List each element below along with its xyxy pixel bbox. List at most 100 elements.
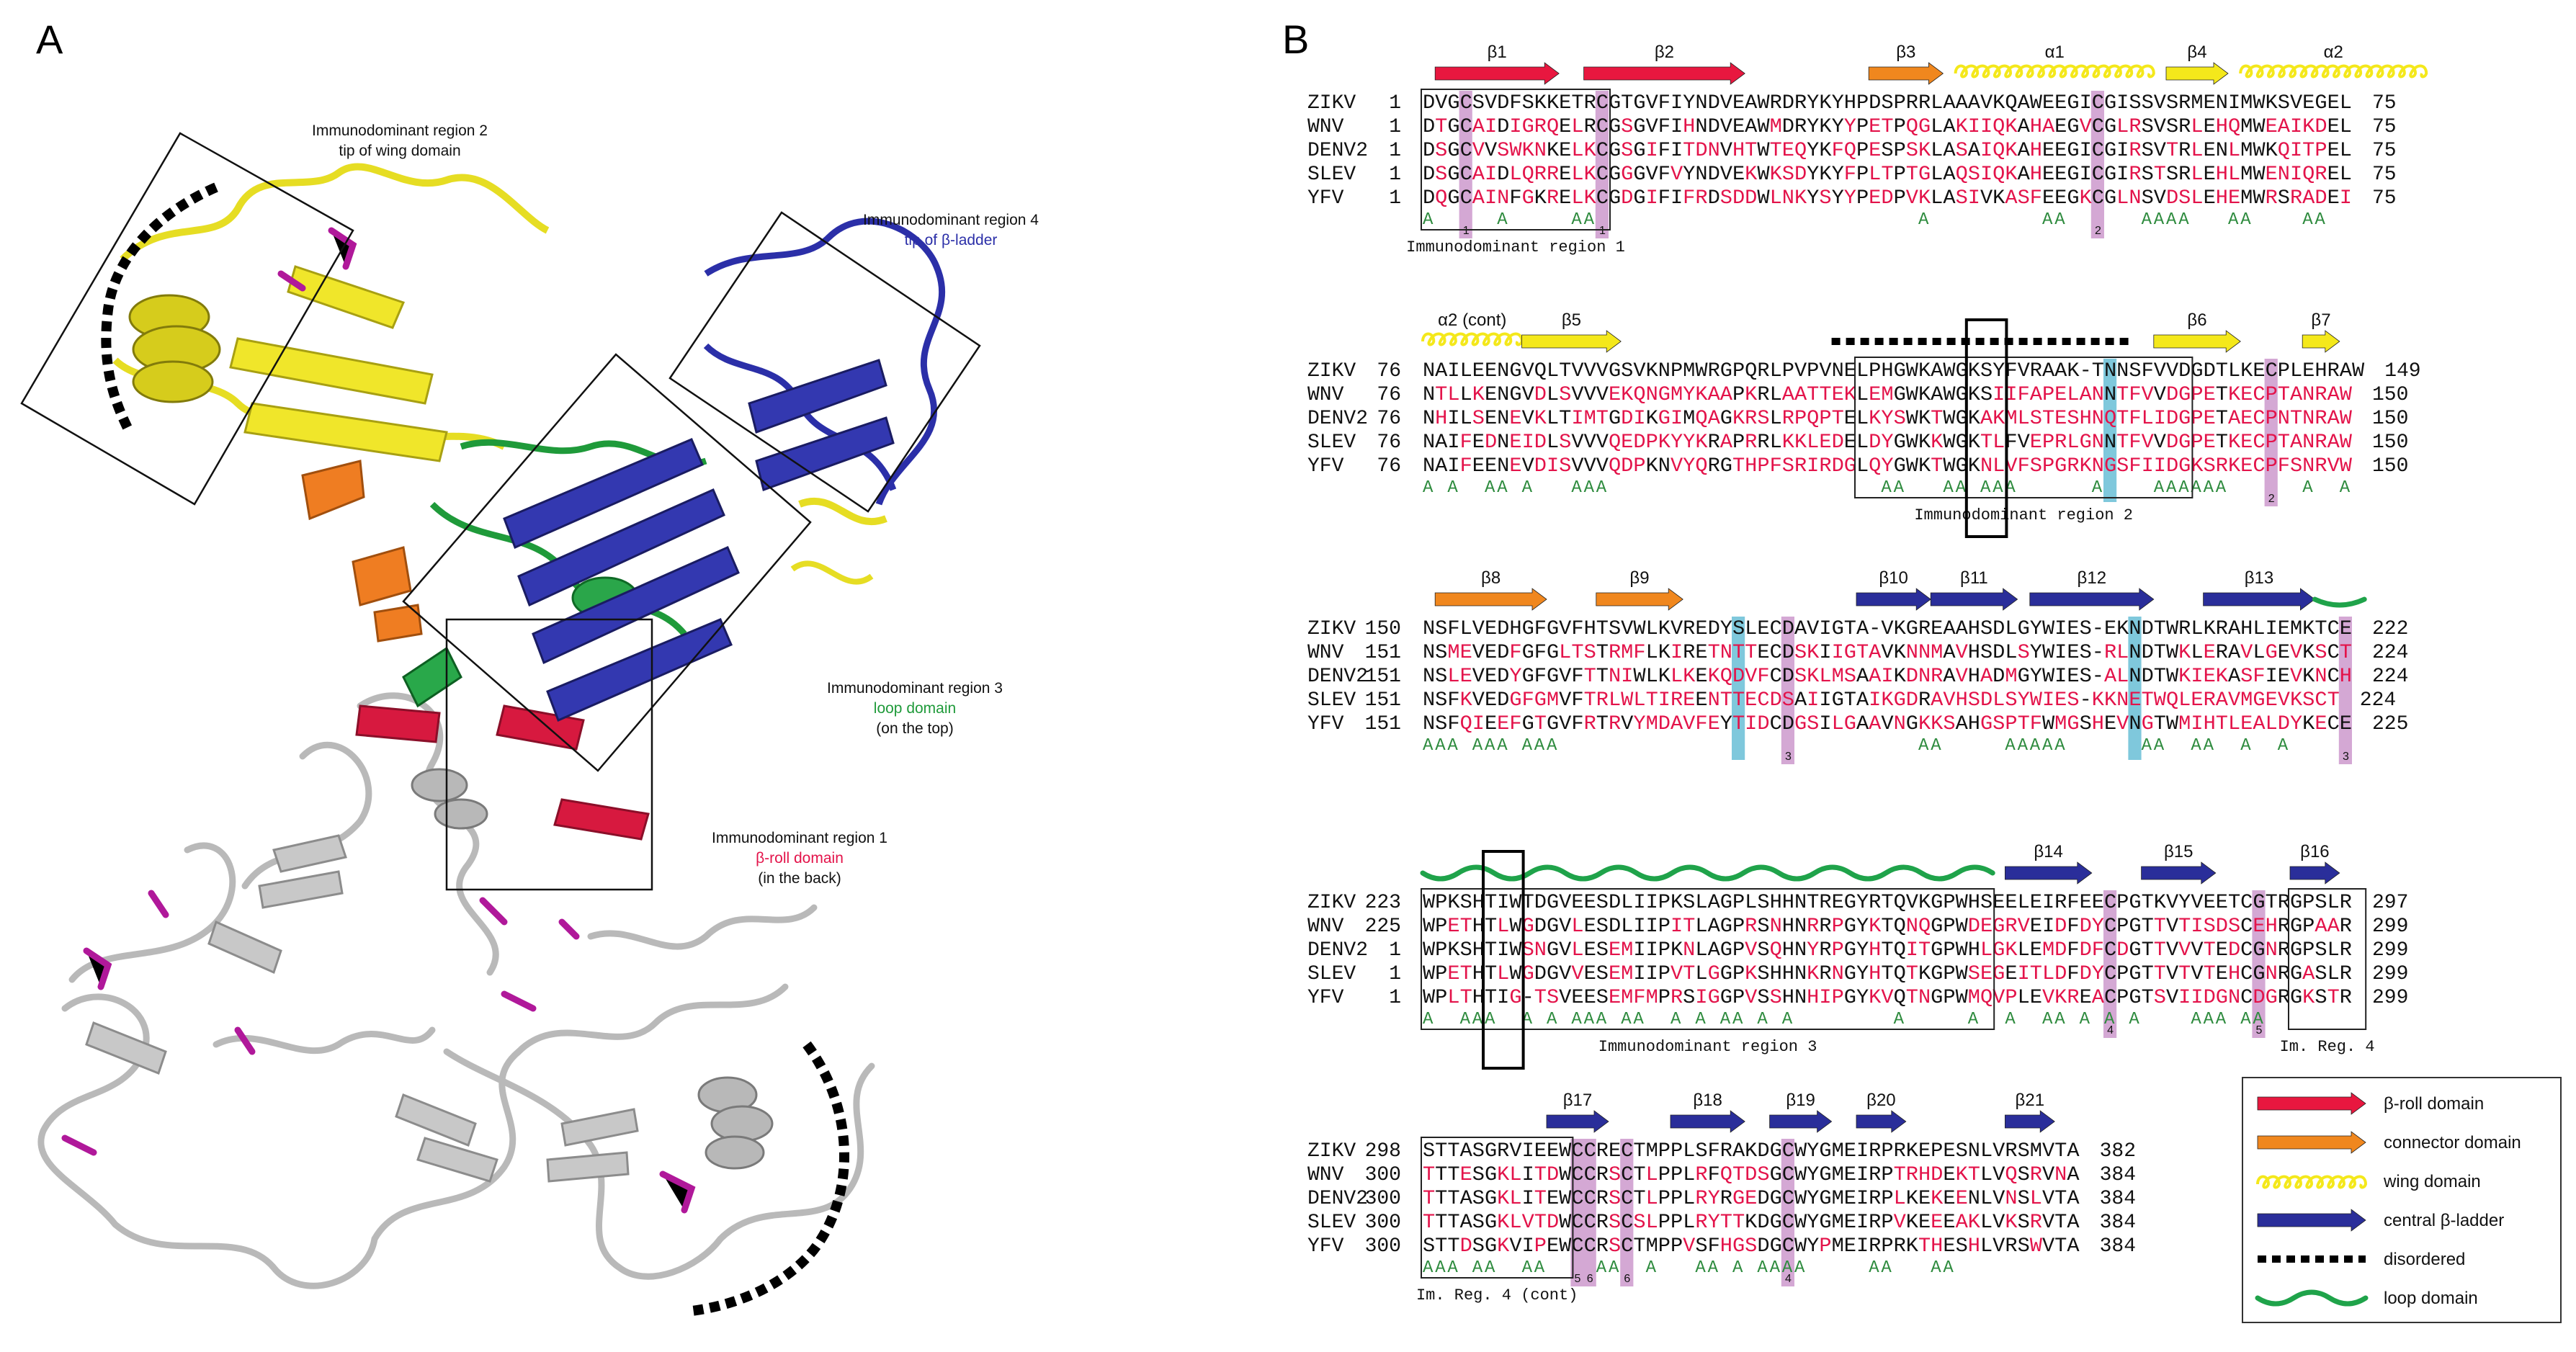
disulfide-number: 1 xyxy=(1463,225,1470,237)
species-name: WNV xyxy=(1307,915,1344,938)
disordered-loop-top xyxy=(101,182,218,435)
region-1-box xyxy=(445,618,653,891)
sequence: DSGCVVSWKNKELKCGSGIFITDNVHTWTEQYKFQPESPS… xyxy=(1423,140,2352,162)
region-3-label: Immunodominant region 3 loop domain (on … xyxy=(778,679,1052,739)
ss-strand xyxy=(2141,861,2217,885)
region-3-title: Immunodominant region 3 xyxy=(827,680,1003,697)
region-3-subtitle: loop domain xyxy=(873,700,957,717)
disulfide-number: 4 xyxy=(2107,1024,2114,1037)
species-name: ZIKV xyxy=(1307,618,1356,640)
legend-arrow-icon xyxy=(2257,1209,2366,1232)
legend: β-roll domain connector domain wing domain… xyxy=(2242,1077,2562,1323)
start-position: 1 xyxy=(1389,963,1401,985)
end-position: 299 xyxy=(2372,987,2408,1009)
species-name: ZIKV xyxy=(1307,360,1356,382)
glycosylation-highlight xyxy=(2128,617,2142,760)
species-name: DENV2 xyxy=(1307,939,1368,962)
start-position: 225 xyxy=(1365,915,1401,938)
ss-strand xyxy=(2005,861,2093,885)
end-position: 384 xyxy=(2100,1235,2136,1258)
disulfide-number: 4 xyxy=(1785,1273,1792,1285)
ss-label: α1 xyxy=(2045,42,2065,62)
start-position: 76 xyxy=(1377,431,1401,454)
sequence: DVGCSVDFSKKETRCGTGVFIYNDVEAWRDRYKYHPDSPR… xyxy=(1423,92,2352,115)
end-position: 384 xyxy=(2100,1212,2136,1234)
protein-structure-figure xyxy=(20,132,981,1316)
ss-label: β3 xyxy=(1896,42,1915,62)
ss-loop xyxy=(2312,596,2367,608)
legend-label: connector domain xyxy=(2384,1133,2521,1152)
end-position: 75 xyxy=(2372,116,2397,138)
disulfide-number: 6 xyxy=(1624,1273,1630,1285)
immunodominant-region-label: Im. Reg. 4 xyxy=(2280,1038,2375,1056)
sequence: WPKSHTIWTDGVEESDLIIPKSLAGPLSHHNTREGYRTQV… xyxy=(1423,892,2352,914)
sequence: TTTESGKLITDWCCRSCTLPPLRFQTDSGCWYGMEIRPTR… xyxy=(1423,1164,2080,1186)
region-3-note: (on the top) xyxy=(876,720,954,737)
cysteine-highlight xyxy=(2338,617,2352,764)
ss-label: β13 xyxy=(2245,568,2274,588)
cysteine-highlight xyxy=(1781,1139,1794,1286)
ss-label: β10 xyxy=(1879,568,1908,588)
ss-label: β9 xyxy=(1629,568,1649,588)
cysteine-highlight xyxy=(1620,1139,1634,1286)
immunodominant-region-box xyxy=(2288,888,2367,1030)
species-name: DENV2 xyxy=(1307,1188,1368,1210)
sequence: NHILSENEVKLTIMTGDIKGIMQAGKRSLRPQPTELKYSW… xyxy=(1423,408,2352,430)
ss-strand xyxy=(2005,1110,2055,1133)
region-4-title: Immunodominant region 4 xyxy=(863,212,1039,228)
region-boxes xyxy=(20,132,981,891)
species-name: DENV2 xyxy=(1307,408,1368,430)
end-position: 382 xyxy=(2100,1140,2136,1163)
start-position: 76 xyxy=(1377,384,1401,406)
disulfide-number: 2 xyxy=(2268,493,2275,505)
immunodominant-region-label: Immunodominant region 3 xyxy=(1598,1038,1817,1056)
ss-strand xyxy=(1583,62,1745,85)
epitope-box xyxy=(1964,318,2008,538)
sequence: NSFKVEDGFGMVFTRLWLTIREENTTECDSAIIGTAIKGD… xyxy=(1423,689,2340,712)
ss-strand xyxy=(2153,330,2241,353)
cysteine-highlight xyxy=(1781,617,1794,764)
species-name: ZIKV xyxy=(1307,892,1356,914)
species-name: SLEV xyxy=(1307,431,1356,454)
region-1-subtitle: β-roll domain xyxy=(756,850,844,867)
ss-loop xyxy=(1420,864,1995,882)
end-position: 224 xyxy=(2372,642,2408,664)
sequence: STTASGRVIEEWCCRECTMPPLSFRAKDGCWYGMEIRPRK… xyxy=(1423,1140,2080,1163)
end-position: 75 xyxy=(2372,164,2397,186)
ss-strand xyxy=(2302,330,2340,353)
ss-strand xyxy=(1868,62,1944,85)
legend-item: wing domain xyxy=(2256,1172,2481,1191)
start-position: 300 xyxy=(1365,1188,1401,1210)
immunodominant-region-label: Immunodominant region 2 xyxy=(1914,506,2133,524)
species-name: YFV xyxy=(1307,455,1344,478)
ss-label: β20 xyxy=(1866,1091,1896,1110)
immunodominant-region-box xyxy=(1854,357,2193,498)
ss-label: β16 xyxy=(2300,842,2330,861)
region-1-title: Immunodominant region 1 xyxy=(712,830,887,846)
cysteine-highlight xyxy=(2090,91,2104,238)
grey-sheets xyxy=(85,834,639,1183)
end-position: 150 xyxy=(2372,408,2408,430)
sequence: NAIFEDNEIDLSVVVQEDPKYYKRAPRRLKKLEDELDYGW… xyxy=(1423,431,2352,454)
species-name: YFV xyxy=(1307,713,1344,735)
end-position: 222 xyxy=(2372,618,2408,640)
disulfide-number: 1 xyxy=(1599,225,1606,237)
legend-label: β-roll domain xyxy=(2384,1094,2484,1114)
species-name: WNV xyxy=(1307,116,1344,138)
region-2-label: Immunodominant region 2 tip of wing doma… xyxy=(238,121,562,161)
disulfide-number: 2 xyxy=(2095,225,2101,237)
start-position: 223 xyxy=(1365,892,1401,914)
species-name: SLEV xyxy=(1307,1212,1356,1234)
region-1-label: Immunodominant region 1 β-roll domain (i… xyxy=(663,828,936,889)
ss-label: β2 xyxy=(1655,42,1674,62)
immunodominant-region-box xyxy=(1421,888,1995,1030)
ss-label: β1 xyxy=(1488,42,1507,62)
epitope-box xyxy=(1482,850,1525,1070)
end-position: 224 xyxy=(2360,689,2396,712)
end-position: 384 xyxy=(2100,1164,2136,1186)
